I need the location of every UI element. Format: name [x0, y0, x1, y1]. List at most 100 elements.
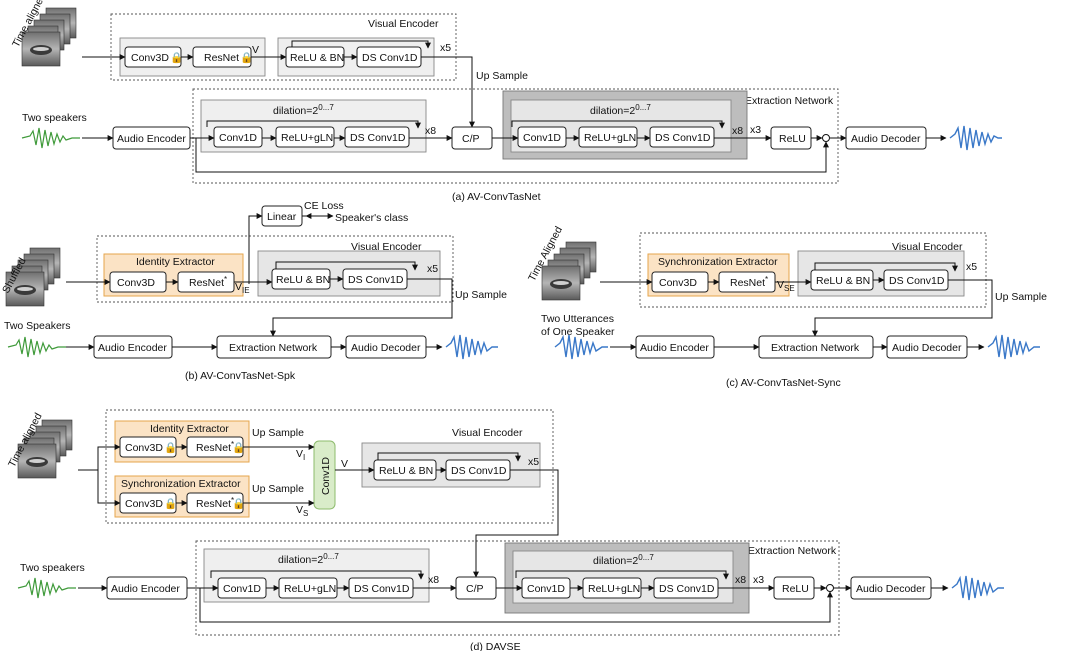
visual-encoder-title-c: Visual Encoder [892, 241, 963, 253]
relu-gln-node-a2: ReLU+gLN [578, 126, 638, 148]
svg-text:Conv3D: Conv3D [131, 52, 169, 64]
input-audio-label-b: Two Speakers [4, 320, 71, 332]
svg-text:DS Conv1D: DS Conv1D [362, 52, 418, 64]
waveform-blue-d [951, 575, 1004, 601]
x5-label-c: x5 [966, 261, 977, 273]
svg-text:Conv3D: Conv3D [117, 277, 155, 289]
svg-text:ReLU: ReLU [782, 583, 809, 595]
svg-text:Conv1D: Conv1D [219, 132, 257, 144]
cp-node-a: C/P [451, 126, 493, 150]
svg-text:C/P: C/P [462, 133, 480, 145]
extraction-network-title-a: Extraction Network [745, 95, 834, 107]
svg-text:ReLU & BN: ReLU & BN [816, 275, 870, 287]
region-c [639, 232, 987, 308]
lock-icon: 🔒 [164, 498, 177, 510]
caption-a: (a) AV-ConvTasNet [452, 191, 541, 203]
waveform-blue-a [949, 125, 1002, 151]
resnet-node-a: ResNet🔒 [192, 46, 253, 68]
v-label-d: V [341, 458, 348, 470]
conv1d-node-d2: Conv1D [521, 577, 571, 599]
input-audio-label-a: Two speakers [22, 112, 87, 124]
svg-text:Audio Decoder: Audio Decoder [892, 342, 962, 354]
vie-label-b: VIE [235, 281, 250, 295]
conv3d-node-d1: Conv3D🔒 [119, 436, 177, 458]
lock-icon: 🔒 [232, 498, 245, 510]
audio-decoder-node-c: Audio Decoder [886, 335, 968, 359]
svg-text:ResNet*: ResNet* [196, 440, 234, 454]
svg-text:Conv1D: Conv1D [527, 583, 565, 595]
connectors-d [78, 444, 949, 623]
svg-text:DS Conv1D: DS Conv1D [354, 583, 410, 595]
x5-label-d: x5 [528, 456, 539, 468]
svg-text:DS Conv1D: DS Conv1D [659, 583, 715, 595]
vs-label-d: VS [296, 504, 308, 518]
caption-b: (b) AV-ConvTasNet-Spk [185, 370, 296, 382]
relu-gln-node-a1: ReLU+gLN [275, 126, 335, 148]
connectors-a [82, 40, 947, 173]
visual-encoder-title-a: Visual Encoder [368, 18, 439, 30]
conv1d-fuse-label-d: Conv1D [320, 457, 332, 495]
up-sample-label-d2: Up Sample [252, 483, 304, 495]
x3-label-d: x3 [753, 574, 764, 586]
conv1d-node-a1: Conv1D [213, 126, 263, 148]
svg-text:Linear: Linear [267, 211, 297, 223]
waveform-green-d [17, 577, 76, 599]
ds-conv1d-node-c: DS Conv1D [883, 269, 949, 291]
cp-node-d: C/P [455, 576, 497, 600]
resnet-node-d2: ResNet*🔒 [186, 492, 245, 514]
resnet-node-d1: ResNet*🔒 [186, 436, 245, 458]
up-sample-label-b: Up Sample [455, 289, 507, 301]
conv3d-node-d2: Conv3D🔒 [119, 492, 177, 514]
x5-label-a: x5 [440, 42, 451, 54]
svg-text:Conv1D: Conv1D [223, 583, 261, 595]
ce-loss-label-b: CE Loss [304, 200, 344, 212]
relu-gln-node-d2: ReLU+gLN [582, 577, 642, 599]
panel-c: Time Aligned Synchronization Extractor C… [526, 224, 1047, 389]
up-sample-label-c: Up Sample [995, 291, 1047, 303]
svg-text:DS Conv1D: DS Conv1D [655, 132, 711, 144]
extraction-network-node-b: Extraction Network [216, 335, 332, 359]
dilation-label-a2: dilation=20...7 [590, 103, 651, 117]
svg-text:ReLU & BN: ReLU & BN [276, 274, 330, 286]
waveform-blue-b [445, 334, 498, 360]
lock-icon: 🔒 [164, 442, 177, 454]
ds-conv1d-node-a2: DS Conv1D [649, 126, 715, 148]
svg-text:DS Conv1D: DS Conv1D [348, 274, 404, 286]
lock-icon: 🔒 [170, 52, 183, 64]
svg-text:Extraction Network: Extraction Network [229, 342, 318, 354]
up-sample-label-d1: Up Sample [252, 427, 304, 439]
vse-label-c: VSE [777, 279, 795, 293]
svg-text:Audio Encoder: Audio Encoder [640, 342, 709, 354]
up-sample-label-a: Up Sample [476, 70, 528, 82]
svg-text:ResNet: ResNet [204, 52, 239, 64]
svg-text:Audio Encoder: Audio Encoder [98, 342, 167, 354]
input-audio-label-d: Two speakers [20, 562, 85, 574]
audio-decoder-node-d: Audio Decoder [850, 576, 932, 600]
x5-label-b: x5 [427, 263, 438, 275]
multiply-icon [822, 134, 830, 142]
sync-extractor-title-c: Synchronization Extractor [658, 256, 778, 268]
audio-decoder-node-b: Audio Decoder [345, 335, 427, 359]
vi-label-d: VI [296, 448, 305, 462]
ds-conv1d-node-d2: DS Conv1D [653, 577, 719, 599]
ds-conv1d-node-a: DS Conv1D [356, 46, 422, 68]
waveform-blue-c-out [987, 334, 1040, 360]
x8-label-d2: x8 [735, 574, 746, 586]
svg-text:Audio Encoder: Audio Encoder [117, 133, 186, 145]
extraction-network-node-c: Extraction Network [758, 335, 874, 359]
audio-encoder-node-d: Audio Encoder [106, 576, 188, 600]
svg-text:ReLU+gLN: ReLU+gLN [284, 583, 336, 595]
audio-decoder-node-a: Audio Decoder [845, 126, 927, 150]
visual-encoder-region-a [110, 13, 457, 81]
svg-text:Audio Encoder: Audio Encoder [111, 583, 180, 595]
identity-extractor-title-d: Identity Extractor [150, 423, 229, 435]
relu-bn-node-a: ReLU & BN [285, 46, 345, 68]
extraction-region-a [192, 88, 839, 184]
svg-text:Extraction Network: Extraction Network [771, 342, 860, 354]
panel-b: Linear CE Loss Speaker's class Shuffled … [0, 200, 507, 382]
svg-text:DS Conv1D: DS Conv1D [451, 465, 507, 477]
x8-label-a1: x8 [425, 125, 436, 137]
input-audio-label-c2: of One Speaker [541, 326, 615, 338]
svg-text:ReLU+gLN: ReLU+gLN [588, 583, 640, 595]
